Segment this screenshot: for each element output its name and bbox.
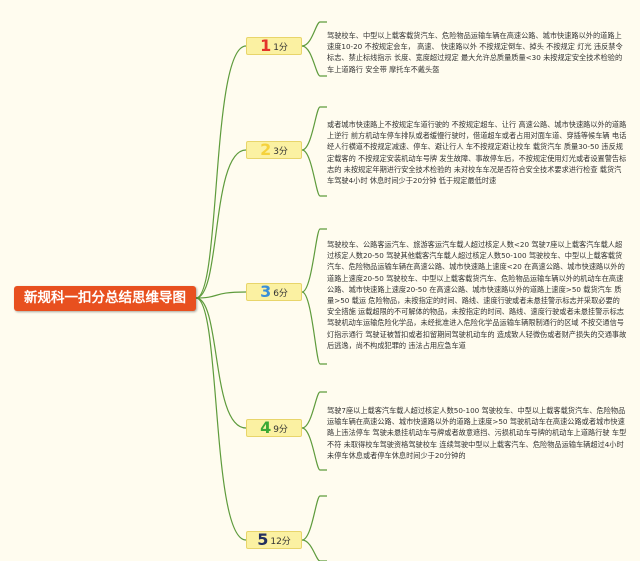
- bracket-bottom-3: [301, 291, 327, 365]
- branch-detail-4: 驾驶7座以上载客汽车载人超过核定人数50-100 驾驶校车、中型以上载客载货汽车…: [327, 406, 627, 460]
- bracket-top-5: [301, 495, 327, 541]
- root-link-3: [195, 291, 247, 299]
- branch-number-3: 3: [260, 282, 272, 301]
- branch-detail-1: 驾驶校车、中型以上载客载货汽车、危险物品运输车辆在高速公路、城市快速路以外的道路…: [327, 31, 623, 74]
- branch-detail-3: 驾驶校车、公路客运汽车、旅游客运汽车载人超过核定人数<20 驾驶7座以上载客汽车…: [327, 240, 627, 350]
- branch-number-5: 5: [257, 530, 269, 549]
- bracket-bottom-2: [301, 149, 327, 197]
- bracket-bottom-4: [301, 427, 327, 471]
- branch-label-5: 12分: [270, 536, 291, 547]
- branch-label-1: 1分: [273, 42, 288, 53]
- branch-label-4: 9分: [273, 424, 288, 435]
- branch-detail-2: 或者城市快速路上不按规定车道行驶的 不按规定超车、让行 高速公路、城市快速路以外…: [327, 120, 627, 186]
- bracket-top-4: [301, 391, 327, 429]
- root-node: 新规科一扣分总结思维导图: [14, 286, 196, 311]
- root-link-4: [195, 297, 247, 429]
- bracket-top-1: [301, 21, 327, 47]
- root-link-1: [195, 45, 247, 299]
- branch-number-1: 1: [260, 36, 272, 55]
- bracket-bottom-5: [301, 539, 327, 561]
- root-link-5: [195, 297, 247, 541]
- bracket-bottom-1: [301, 45, 327, 77]
- bracket-top-3: [301, 228, 327, 293]
- branch-label-3: 6分: [273, 288, 288, 299]
- branch-number-4: 4: [260, 418, 272, 437]
- root-title: 新规科一扣分总结思维导图: [24, 290, 186, 306]
- branch-number-2: 2: [260, 140, 272, 159]
- root-link-2: [195, 149, 247, 299]
- bracket-top-2: [301, 106, 327, 151]
- branch-label-2: 3分: [273, 146, 288, 157]
